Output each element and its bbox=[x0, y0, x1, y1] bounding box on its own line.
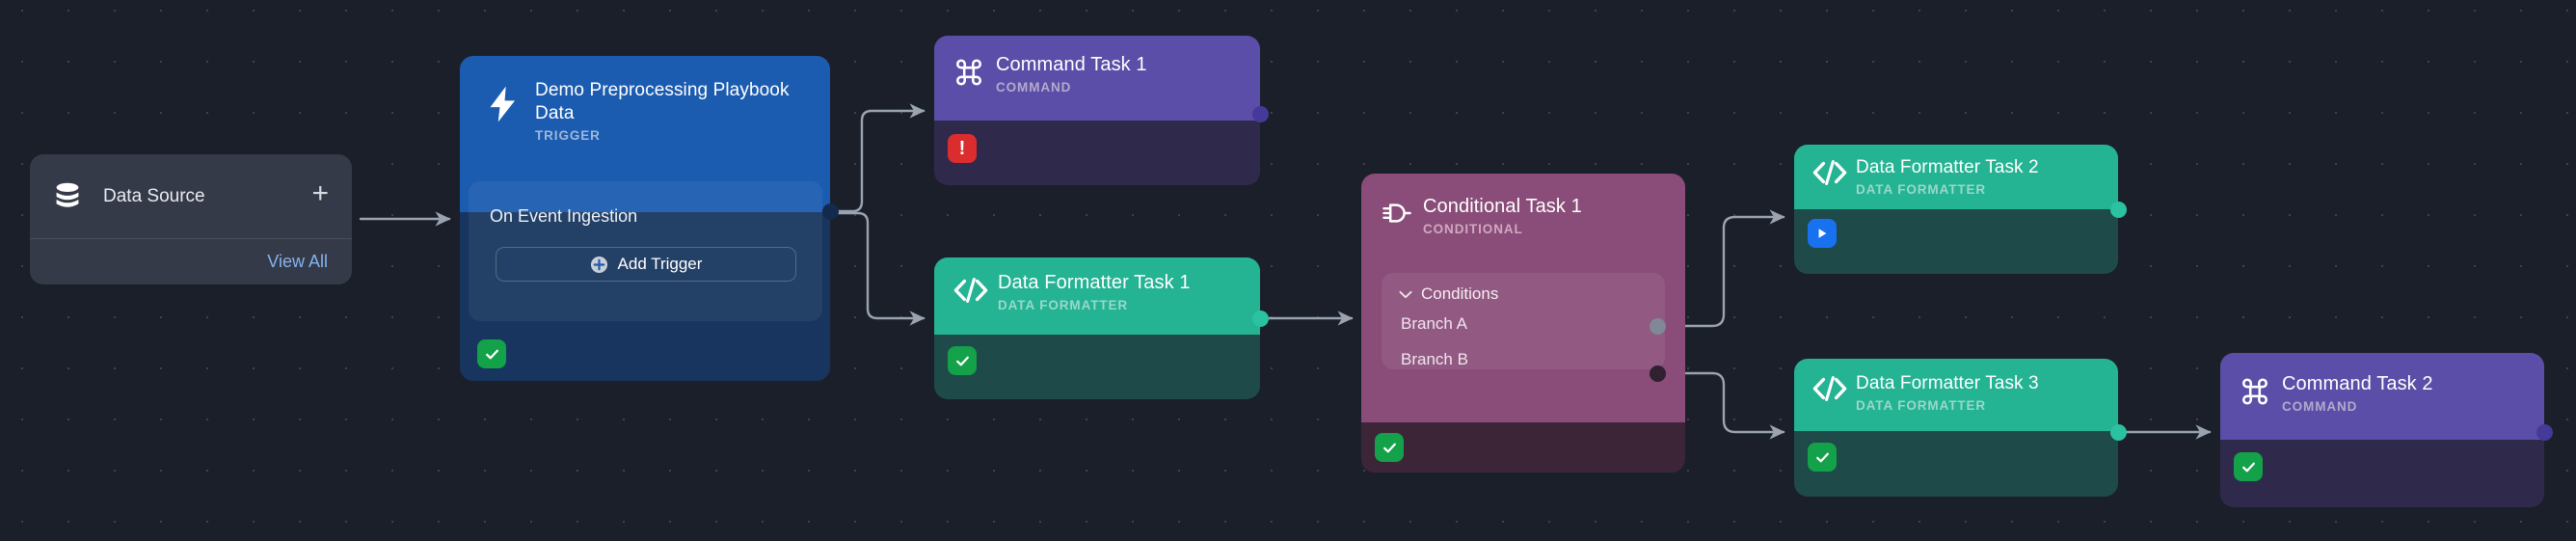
node-data-formatter-task-3[interactable]: Data Formatter Task 3 DATA FORMATTER bbox=[1794, 359, 2118, 497]
node-command-task-1[interactable]: Command Task 1 COMMAND ! bbox=[934, 36, 1260, 185]
edge-branchb-to-dataformatter3 bbox=[1677, 371, 1785, 440]
data-formatter-task-2-titles: Data Formatter Task 2 DATA FORMATTER bbox=[1856, 155, 2039, 198]
exclamation-icon: ! bbox=[958, 138, 966, 159]
data-formatter-task-2-body bbox=[1794, 209, 2118, 274]
command-task-2-titles: Command Task 2 COMMAND bbox=[2282, 372, 2433, 415]
node-data-formatter-task-1[interactable]: Data Formatter Task 1 DATA FORMATTER bbox=[934, 257, 1260, 399]
edge-trigger-to-command1 bbox=[829, 103, 926, 213]
node-trigger[interactable]: Demo Preprocessing Playbook Data TRIGGER bbox=[460, 56, 830, 381]
conditional-task-1-mid bbox=[1361, 276, 1685, 425]
chevron-down-icon bbox=[1399, 290, 1412, 299]
play-icon bbox=[1818, 229, 1827, 238]
data-source-label: Data Source bbox=[103, 185, 205, 206]
node-subtitle: TRIGGER bbox=[535, 128, 601, 143]
node-subtitle: COMMAND bbox=[996, 80, 1072, 95]
add-trigger-label: Add Trigger bbox=[617, 255, 703, 273]
status-badge bbox=[948, 346, 977, 375]
trigger-body bbox=[460, 328, 830, 381]
status-badge bbox=[2234, 452, 2263, 481]
status-badge bbox=[1375, 433, 1404, 462]
command-task-1-titles: Command Task 1 COMMAND bbox=[996, 53, 1147, 95]
status-badge[interactable] bbox=[1808, 219, 1837, 248]
conditions-title-label: Conditions bbox=[1421, 284, 1499, 303]
node-data-formatter-task-2[interactable]: Data Formatter Task 2 DATA FORMATTER bbox=[1794, 145, 2118, 274]
node-title: Data Formatter Task 3 bbox=[1856, 373, 2039, 393]
trigger-event-panel: On Event Ingestion Add Trigger bbox=[469, 181, 822, 321]
node-conditional-task-1[interactable]: Conditional Task 1 CONDITIONAL bbox=[1361, 174, 1685, 278]
command-key-icon bbox=[952, 55, 986, 90]
branch-a-output-port[interactable] bbox=[1650, 318, 1666, 335]
command-task-2-body bbox=[2220, 440, 2544, 507]
node-title: Command Task 1 bbox=[996, 54, 1147, 75]
node-title: Demo Preprocessing Playbook Data bbox=[535, 80, 790, 123]
conditional-task-1-titles: Conditional Task 1 CONDITIONAL bbox=[1423, 195, 1582, 237]
branch-a-label[interactable]: Branch A bbox=[1401, 314, 1467, 333]
conditional-task-1-header: Conditional Task 1 CONDITIONAL bbox=[1361, 174, 1685, 278]
node-title: Data Formatter Task 2 bbox=[1856, 157, 2039, 177]
edge-trigger-to-dataformatter1 bbox=[829, 211, 926, 326]
node-subtitle: CONDITIONAL bbox=[1423, 222, 1523, 236]
node-title: Conditional Task 1 bbox=[1423, 196, 1582, 217]
data-source-header: Data Source + bbox=[30, 154, 352, 238]
data-formatter-task-3-output-port[interactable] bbox=[2110, 424, 2127, 441]
data-formatter-task-1-titles: Data Formatter Task 1 DATA FORMATTER bbox=[998, 271, 1191, 313]
add-trigger-button[interactable]: Add Trigger bbox=[496, 247, 796, 282]
conditional-task-1-body bbox=[1361, 422, 1685, 473]
node-command-task-2[interactable]: Command Task 2 COMMAND bbox=[2220, 353, 2544, 507]
code-brackets-icon bbox=[952, 274, 990, 307]
data-source-footer: View All bbox=[30, 239, 352, 284]
data-formatter-task-2-header: Data Formatter Task 2 DATA FORMATTER bbox=[1794, 145, 2118, 209]
data-source-card[interactable]: Data Source + View All bbox=[30, 154, 352, 284]
command-task-1-output-port[interactable] bbox=[1252, 106, 1269, 122]
command-task-1-header: Command Task 1 COMMAND bbox=[934, 36, 1260, 121]
lightning-bolt-icon bbox=[481, 83, 523, 125]
command-task-1-body: ! bbox=[934, 121, 1260, 185]
conditions-toggle[interactable]: Conditions bbox=[1399, 284, 1498, 304]
database-icon bbox=[53, 180, 82, 213]
node-subtitle: DATA FORMATTER bbox=[1856, 182, 1987, 197]
data-formatter-task-2-output-port[interactable] bbox=[2110, 202, 2127, 218]
check-icon bbox=[955, 356, 969, 365]
trigger-header: Demo Preprocessing Playbook Data TRIGGER bbox=[460, 56, 830, 212]
node-subtitle: DATA FORMATTER bbox=[1856, 398, 1987, 413]
conditional-branch-icon bbox=[1379, 197, 1413, 230]
view-all-link[interactable]: View All bbox=[267, 252, 328, 271]
trigger-output-port[interactable] bbox=[822, 203, 839, 220]
code-brackets-icon bbox=[1811, 373, 1848, 404]
conditions-panel: Conditions Branch A Branch B bbox=[1382, 273, 1665, 369]
data-formatter-task-3-body bbox=[1794, 431, 2118, 497]
data-formatter-task-3-header: Data Formatter Task 3 DATA FORMATTER bbox=[1794, 359, 2118, 431]
trigger-titles: Demo Preprocessing Playbook Data TRIGGER bbox=[535, 79, 813, 144]
check-icon bbox=[1382, 443, 1396, 452]
plus-circle-icon bbox=[590, 256, 608, 274]
data-formatter-task-3-titles: Data Formatter Task 3 DATA FORMATTER bbox=[1856, 371, 2039, 414]
divider bbox=[30, 238, 352, 239]
command-key-icon bbox=[2238, 374, 2272, 409]
command-task-2-output-port[interactable] bbox=[2536, 424, 2553, 441]
edge-brancha-to-dataformatter2 bbox=[1677, 209, 1785, 328]
node-subtitle: COMMAND bbox=[2282, 399, 2358, 414]
check-icon bbox=[2241, 462, 2255, 472]
node-title: Data Formatter Task 1 bbox=[998, 272, 1191, 293]
branch-b-output-port[interactable] bbox=[1650, 365, 1666, 382]
status-badge bbox=[477, 339, 506, 368]
trigger-event-label: On Event Ingestion bbox=[490, 206, 638, 226]
check-icon bbox=[485, 349, 498, 359]
branch-b-label[interactable]: Branch B bbox=[1401, 350, 1468, 368]
status-badge bbox=[1808, 443, 1837, 472]
node-subtitle: DATA FORMATTER bbox=[998, 298, 1129, 312]
node-title: Command Task 2 bbox=[2282, 373, 2433, 394]
plus-icon[interactable]: + bbox=[311, 176, 329, 209]
command-task-2-header: Command Task 2 COMMAND bbox=[2220, 353, 2544, 440]
status-badge: ! bbox=[948, 134, 977, 163]
check-icon bbox=[1815, 452, 1829, 462]
data-formatter-task-1-header: Data Formatter Task 1 DATA FORMATTER bbox=[934, 257, 1260, 335]
data-formatter-task-1-body bbox=[934, 335, 1260, 399]
code-brackets-icon bbox=[1811, 157, 1848, 188]
data-formatter-task-1-output-port[interactable] bbox=[1252, 311, 1269, 327]
